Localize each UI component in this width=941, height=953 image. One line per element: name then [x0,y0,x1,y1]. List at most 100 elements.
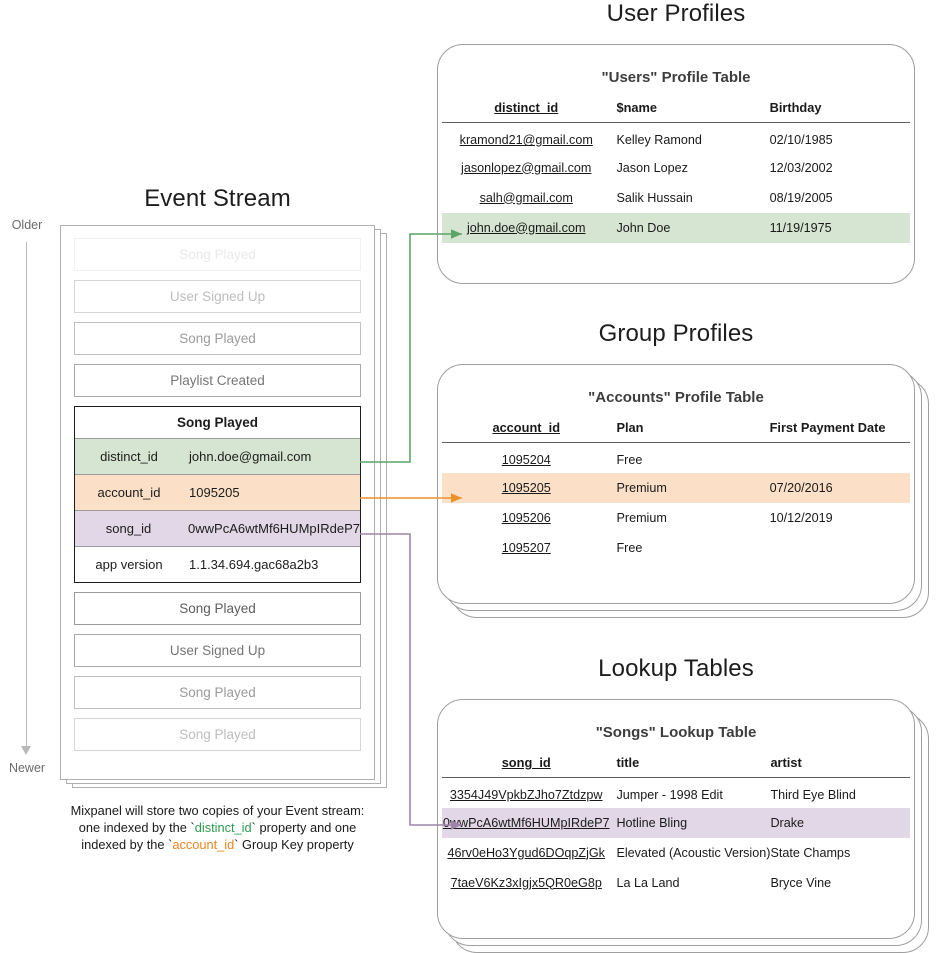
panel-table-title: "Songs" Lookup Table [595,724,757,741]
panel-section-title: Group Profiles [598,320,754,347]
table-cell: 10/12/2019 [769,510,833,525]
table-cell: Free [616,453,643,468]
event-property-key: distinct_id [100,449,158,464]
table-cell: kramond21@gmail.com [442,123,610,153]
panel-section-title: User Profiles [606,0,746,27]
table-cell: 1095205 [442,473,610,503]
caption-line-2-suffix: ` property and one [251,820,357,835]
table-cell: 1095207 [442,533,610,563]
table-cell: salh@gmail.com [442,183,610,213]
event-item[interactable]: Song Played [74,322,361,355]
table-row[interactable]: 3354J49VpkbZJho7Ztdzpw Jumper - 1998 Edit… [442,778,910,808]
key-value: 0wwPcA6wtMf6HUMpIRdeP7 [442,815,610,830]
event-stream-title: Event Stream [144,185,291,212]
event-item[interactable]: Song Played [74,676,361,709]
event-item[interactable]: Song Played [74,238,361,271]
caption-line-1: Mixpanel will store two copies of your E… [70,803,365,818]
table-cell: 1095204 [442,443,610,473]
panel-section-title: Lookup Tables [598,655,754,682]
caption-account-id-code: account_id [172,837,235,852]
event-property-key: account_id [97,485,161,500]
table-cell: jasonlopez@gmail.com [442,153,610,183]
panel-card: "Accounts" Profile Table account_id Plan Fi… [437,364,915,604]
event-item[interactable]: Song Played [74,592,361,625]
panel-card: "Users" Profile Table distinct_id $name Bir… [437,44,915,284]
diagram-caption: Mixpanel will store two copies of your E… [30,802,405,853]
key-value: 7taeV6Kz3xIgjx5QR0eG8p [450,875,602,890]
table-row[interactable]: 0wwPcA6wtMf6HUMpIRdeP7 Hotline Bling Drake [442,807,910,838]
table-cell: Drake [770,815,805,830]
key-value: 3354J49VpkbZJho7Ztdzpw [449,788,603,803]
table-cell: Free [616,540,643,555]
panel-table-title: "Users" Profile Table [601,69,751,86]
table-row[interactable]: kramond21@gmail.com Kelley Ramond 02/10/19… [442,123,910,153]
column-header: $name [616,100,658,115]
caption-distinct-id-code: distinct_id [194,820,252,835]
column-header: song_id [501,755,551,770]
event-item[interactable]: User Signed Up [74,634,361,667]
column-header: First Payment Date [769,420,886,435]
table-cell: Salik Hussain [616,190,693,205]
key-value: 1095205 [501,480,551,495]
key-value: john.doe@gmail.com [466,220,586,235]
table-cell: Kelley Ramond [616,133,702,148]
column-header: account_id [492,420,561,435]
key-value: 1095204 [501,453,551,468]
table-cell: 46rv0eHo3Ygud6DOqpZjGk [442,838,610,868]
table-cell: John Doe [616,220,671,235]
table-cell: 08/19/2005 [769,190,833,205]
table-row[interactable]: 1095207 Free [442,533,910,563]
timeline-axis: Older Newer [0,218,60,778]
table-cell: Bryce Vine [770,875,832,890]
column-header: Plan [616,420,644,435]
column-header: distinct_id [494,100,559,115]
key-value: jasonlopez@gmail.com [461,160,592,175]
key-value: 1095206 [501,510,551,525]
timeline-older-label: Older [11,218,43,232]
panel-table-title: "Accounts" Profile Table [588,389,764,406]
table-cell: 07/20/2016 [769,480,833,495]
table-row[interactable]: 7taeV6Kz3xIgjx5QR0eG8p La La Land Bryce Vi… [442,868,910,898]
table-cell: Third Eye Blind [770,788,856,803]
column-header: Birthday [769,100,822,115]
event-property-row: distinct_id john.doe@gmail.com [75,438,360,474]
timeline-newer-label: Newer [8,761,46,775]
table-cell: Hotline Bling [616,815,688,830]
key-value: kramond21@gmail.com [459,133,593,148]
event-item[interactable]: Playlist Created [74,364,361,397]
table-cell: La La Land [616,875,680,890]
event-item[interactable]: Song Played [74,718,361,751]
event-property-value: john.doe@gmail.com [189,449,312,464]
table-cell: State Champs [770,845,851,860]
timeline-line [26,242,27,750]
table-cell: john.doe@gmail.com [442,213,610,243]
table-cell: 1095206 [442,503,610,533]
table-row[interactable]: salh@gmail.com Salik Hussain 08/19/2005 [442,183,910,213]
table-cell: 7taeV6Kz3xIgjx5QR0eG8p [442,868,610,898]
column-header: artist [770,755,802,770]
table-cell: 02/10/1985 [769,133,833,148]
table-cell: Jumper - 1998 Edit [616,788,723,803]
key-value: salh@gmail.com [479,190,573,205]
caption-line-2-prefix: one indexed by the ` [78,820,195,835]
event-item[interactable]: User Signed Up [74,280,361,313]
event-property-key: song_id [105,521,152,536]
caption-line-3-suffix: ` Group Key property [234,837,354,852]
table-row[interactable]: 1095204 Free [442,443,910,473]
table-cell: 12/03/2002 [769,160,833,175]
table-cell: 3354J49VpkbZJho7Ztdzpw [442,778,610,808]
timeline-arrow-icon [21,746,31,755]
